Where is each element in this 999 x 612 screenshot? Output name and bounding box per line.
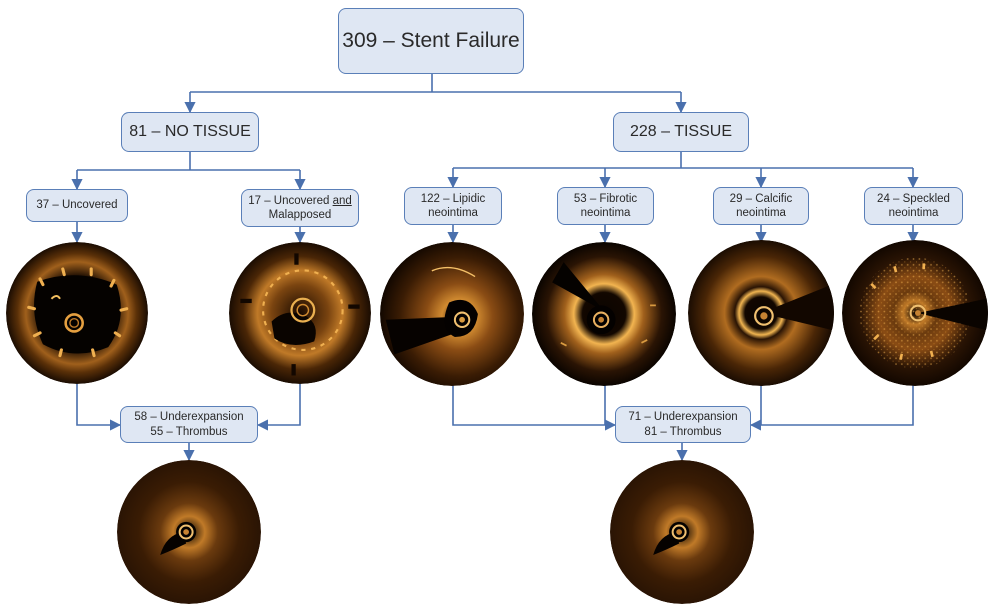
node-no-tissue: 81 – NO TISSUE — [121, 112, 259, 152]
node-uncovered: 37 – Uncovered — [26, 189, 128, 222]
node-fibrotic-line1: 53 – Fibrotic — [573, 192, 638, 205]
node-calcific-line2: neointima — [736, 207, 786, 219]
oct-scan-fibrotic — [532, 242, 676, 386]
oct-scan-speckled — [842, 240, 988, 386]
root-node-label: 309 – Stent Failure — [342, 28, 520, 52]
node-no-tissue-outcome-line2: 55 – Thrombus — [150, 425, 228, 438]
node-no-tissue-label: 81 – NO TISSUE — [129, 123, 251, 140]
oct-scan-fibrotic-image — [532, 242, 676, 386]
oct-scan-no-tissue-outcome — [117, 460, 261, 604]
node-tissue-outcome-line2: 81 – Thrombus — [644, 425, 722, 438]
oct-scan-lipidic — [380, 242, 524, 386]
node-uncovered-malapposed: 17 – Uncovered and Malapposed — [241, 189, 359, 227]
node-lipidic-neointima: 122 – Lipidic neointima — [404, 187, 502, 225]
node-speckled-line2: neointima — [888, 207, 939, 219]
root-node-stent-failure: 309 – Stent Failure — [338, 8, 524, 74]
node-tissue-label: 228 – TISSUE — [630, 123, 732, 140]
node-lipidic-line1: 122 – Lipidic — [420, 192, 486, 205]
node-no-tissue-outcome-line1: 58 – Underexpansion — [134, 411, 244, 424]
node-speckled-neointima: 24 – Speckled neointima — [864, 187, 963, 225]
node-speckled-line1: 24 – Speckled — [877, 192, 950, 205]
node-malapposed-line1: 17 – Uncovered — [248, 194, 333, 207]
oct-scan-speckled-image — [842, 240, 988, 386]
node-fibrotic-neointima: 53 – Fibrotic neointima — [557, 187, 654, 225]
node-calcific-line1: 29 – Calcific — [729, 192, 793, 205]
oct-scan-tissue-outcome — [610, 460, 754, 604]
oct-scan-uncovered — [6, 242, 148, 384]
oct-scan-lipidic-image — [380, 242, 524, 386]
node-malapposed-underlined-word: and — [332, 194, 352, 207]
node-uncovered-label: 37 – Uncovered — [36, 199, 118, 212]
node-tissue-outcome-line1: 71 – Underexpansion — [628, 411, 738, 424]
oct-scan-malapposed-image — [229, 242, 371, 384]
node-lipidic-line2: neointima — [428, 207, 478, 219]
node-tissue-outcome: 71 – Underexpansion 81 – Thrombus — [615, 406, 751, 443]
oct-scan-malapposed — [229, 242, 371, 384]
oct-scan-tissue-outcome-image — [610, 460, 754, 604]
oct-scan-no-tissue-outcome-image — [117, 460, 261, 604]
node-malapposed-line2: Malapposed — [268, 209, 332, 221]
oct-scan-calcific-image — [688, 240, 834, 386]
oct-scan-calcific — [688, 240, 834, 386]
node-no-tissue-outcome: 58 – Underexpansion 55 – Thrombus — [120, 406, 258, 443]
node-tissue: 228 – TISSUE — [613, 112, 749, 152]
node-fibrotic-line2: neointima — [580, 207, 631, 219]
oct-scan-uncovered-image — [6, 242, 148, 384]
node-calcific-neointima: 29 – Calcific neointima — [713, 187, 809, 225]
